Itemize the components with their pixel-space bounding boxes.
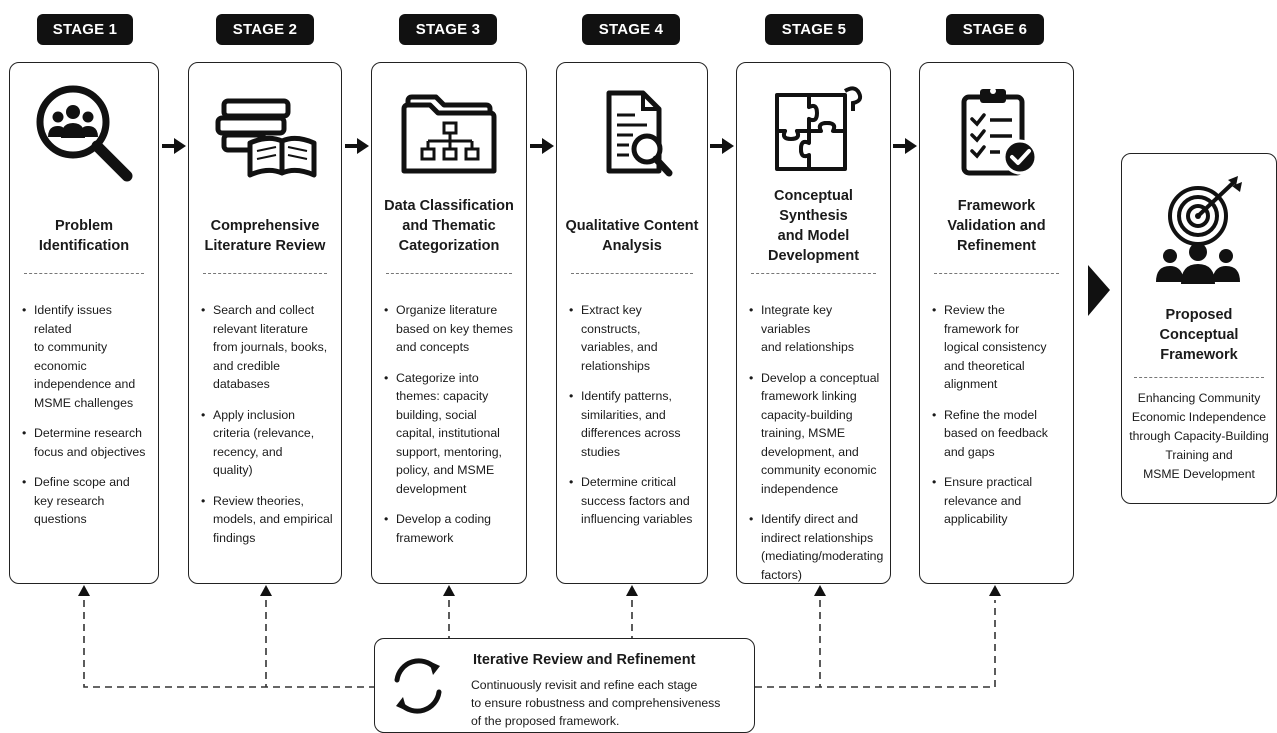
stage-arrow-2-3 [345, 138, 369, 154]
iterative-title: Iterative Review and Refinement [473, 652, 696, 668]
final-description: Enhancing Community Economic Independenc… [1129, 391, 1269, 481]
list-item: Determine research focus and objectives [22, 424, 150, 461]
document-search-icon [557, 75, 707, 190]
people-magnifier-icon [10, 75, 158, 190]
stage-2-divider [203, 273, 327, 274]
stage-6-bullets: Review the framework for logical consist… [932, 301, 1065, 541]
iterative-review-box: Iterative Review and Refinement Continuo… [374, 638, 755, 733]
stage-4-bullets: Extract key constructs, variables, and r… [569, 301, 699, 541]
stage-5-bullets: Integrate key variables and relationship… [749, 301, 883, 596]
list-item: Identify direct and indirect relationshi… [749, 510, 883, 584]
final-arrow [1088, 265, 1110, 316]
stage-4-divider [571, 273, 693, 274]
stage-5-divider [751, 273, 876, 274]
puzzle-icon [737, 73, 890, 188]
list-item: Review the framework for logical consist… [932, 301, 1065, 394]
list-item: Organize literature based on key themes … [384, 301, 518, 357]
stage-1-card: Problem Identification Identify issues r… [9, 62, 159, 584]
stage-5-title: Conceptual Synthesis and Model Developme… [767, 188, 860, 264]
books-icon [189, 73, 341, 188]
list-item: Identify issues related to community eco… [22, 301, 150, 412]
list-item: Determine critical success factors and i… [569, 473, 699, 529]
list-item: Categorize into themes: capacity buildin… [384, 369, 518, 499]
list-item: Integrate key variables and relationship… [749, 301, 882, 357]
stage-1-label: STAGE 1 [37, 14, 133, 45]
iterative-description: Continuously revisit and refine each sta… [471, 678, 721, 728]
list-item: Develop a conceptual framework linking c… [749, 369, 882, 499]
cycle-arrows-icon [385, 653, 451, 719]
stage-1-bullets: Identify issues related to community eco… [22, 301, 150, 541]
final-framework-card: Proposed Conceptual Framework Enhancing … [1121, 153, 1277, 504]
final-title: Proposed Conceptual Framework [1159, 307, 1239, 363]
list-item: Apply inclusion criteria (relevance, rec… [201, 406, 333, 480]
stage-2-card: Comprehensive Literature Review Search a… [188, 62, 342, 584]
stage-6-card: Framework Validation and Refinement Revi… [919, 62, 1074, 584]
list-item: Define scope and key research questions [22, 473, 150, 529]
stage-3-divider [386, 273, 512, 274]
stage-5-label: STAGE 5 [765, 14, 863, 45]
stage-3-title: Data Classification and Thematic Categor… [384, 198, 514, 254]
list-item: Ensure practical relevance and applicabi… [932, 473, 1065, 529]
stage-1-title: Problem Identification [38, 218, 130, 254]
stage-6-label: STAGE 6 [946, 14, 1044, 45]
list-item: Refine the model based on feedback and g… [932, 406, 1065, 462]
list-item: Review theories, models, and empirical f… [201, 492, 333, 548]
list-item: Identify patterns, similarities, and dif… [569, 387, 699, 461]
stage-2-title: Comprehensive Literature Review [204, 218, 326, 254]
target-team-icon [1150, 172, 1250, 292]
stage-arrow-5-6 [893, 138, 917, 154]
stage-3-bullets: Organize literature based on key themes … [384, 301, 518, 559]
final-divider [1134, 377, 1264, 378]
stage-3-label: STAGE 3 [399, 14, 497, 45]
stage-4-title: Qualitative Content Analysis [565, 218, 699, 254]
list-item: Extract key constructs, variables, and r… [569, 301, 699, 375]
stage-4-card: Qualitative Content Analysis Extract key… [556, 62, 708, 584]
stage-arrow-4-5 [710, 138, 734, 154]
stage-5-card: Conceptual Synthesis and Model Developme… [736, 62, 891, 584]
stage-arrow-1-2 [162, 138, 186, 154]
stage-6-divider [934, 273, 1059, 274]
stage-1-divider [24, 273, 144, 274]
checklist-clipboard-icon [920, 73, 1073, 188]
stage-3-card: Data Classification and Thematic Categor… [371, 62, 527, 584]
stage-2-bullets: Search and collect relevant literature f… [201, 301, 333, 559]
list-item: Search and collect relevant literature f… [201, 301, 333, 394]
stage-2-label: STAGE 2 [216, 14, 314, 45]
folder-hierarchy-icon [372, 71, 526, 186]
stage-4-label: STAGE 4 [582, 14, 680, 45]
list-item: Develop a coding framework [384, 510, 518, 547]
stage-arrow-3-4 [530, 138, 554, 154]
stage-6-title: Framework Validation and Refinement [947, 198, 1046, 254]
